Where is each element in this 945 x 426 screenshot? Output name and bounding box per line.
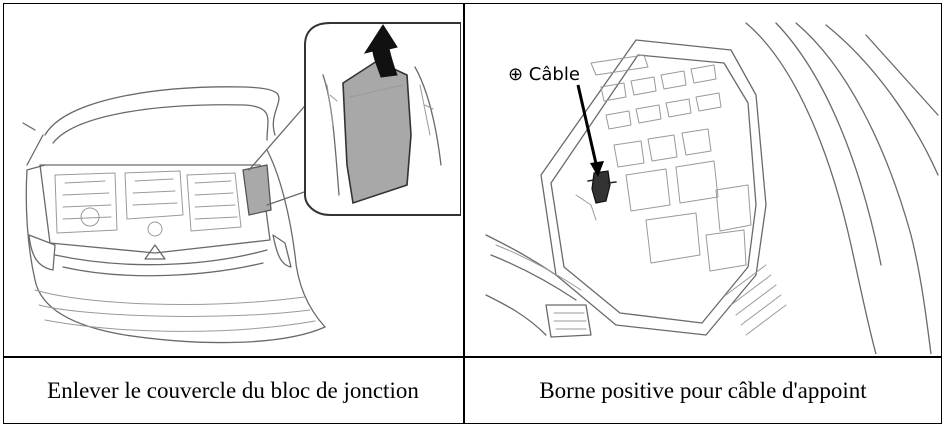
caption-right: Borne positive pour câble d'appoint <box>539 377 867 403</box>
row-divider <box>4 356 941 358</box>
positive-terminal-illustration: ⊕ Câble <box>466 5 940 354</box>
caption-left: Enlever le couvercle du bloc de jonction <box>47 377 419 403</box>
positive-terminal-icon: ⊕ Câble <box>485 22 939 354</box>
car-engine-bay-fuse-cover-icon <box>22 22 461 344</box>
cable-label: ⊕ Câble <box>508 64 580 85</box>
figure-table: ⊕ Câble Enlever le couvercle du bloc de … <box>3 3 942 424</box>
column-divider <box>463 4 465 423</box>
car-engine-bay-illustration <box>5 5 461 354</box>
